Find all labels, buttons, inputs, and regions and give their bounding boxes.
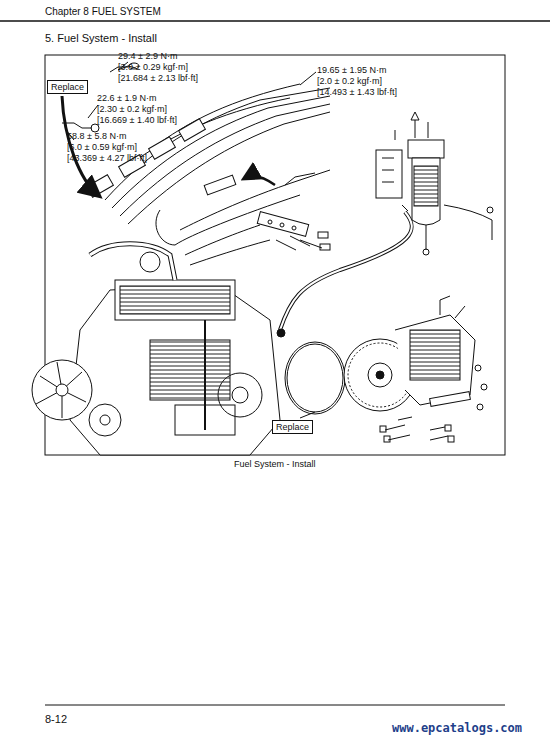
torque-spec: 29.4 ± 2.9 N·m xyxy=(118,51,177,61)
torque-spec: [3.0 ± 0.29 kgf·m] xyxy=(118,62,188,72)
replace-tag: Replace xyxy=(272,420,313,434)
torque-spec: [43.369 ± 4.27 lbf·ft] xyxy=(67,153,147,163)
page-number: 8-12 xyxy=(45,713,67,726)
torque-spec: [21.684 ± 2.13 lbf·ft] xyxy=(118,73,198,83)
torque-spec: [16.669 ± 1.40 lbf·ft] xyxy=(97,115,177,125)
torque-spec: 19.65 ± 1.95 N·m xyxy=(317,65,386,75)
figure-caption: Fuel System - Install xyxy=(234,459,316,469)
replace-tag: Replace xyxy=(47,80,88,94)
torque-spec: [14.493 ± 1.43 lbf·ft] xyxy=(317,87,397,97)
tag-text: Replace xyxy=(273,421,312,433)
chapter-header: Chapter 8 FUEL SYSTEM xyxy=(45,6,161,18)
section-title: 5. Fuel System - Install xyxy=(45,32,157,45)
torque-spec: [2.30 ± 0.2 kgf·m] xyxy=(97,104,167,114)
torque-spec: [2.0 ± 0.2 kgf·m] xyxy=(317,76,382,86)
torque-spec: [6.0 ± 0.59 kgf·m] xyxy=(67,142,137,152)
tag-text: Replace xyxy=(48,81,87,93)
watermark: www.epcatalogs.com xyxy=(392,722,522,736)
torque-spec: 58.8 ± 5.8 N·m xyxy=(67,131,126,141)
torque-spec: 22.6 ± 1.9 N·m xyxy=(97,93,156,103)
